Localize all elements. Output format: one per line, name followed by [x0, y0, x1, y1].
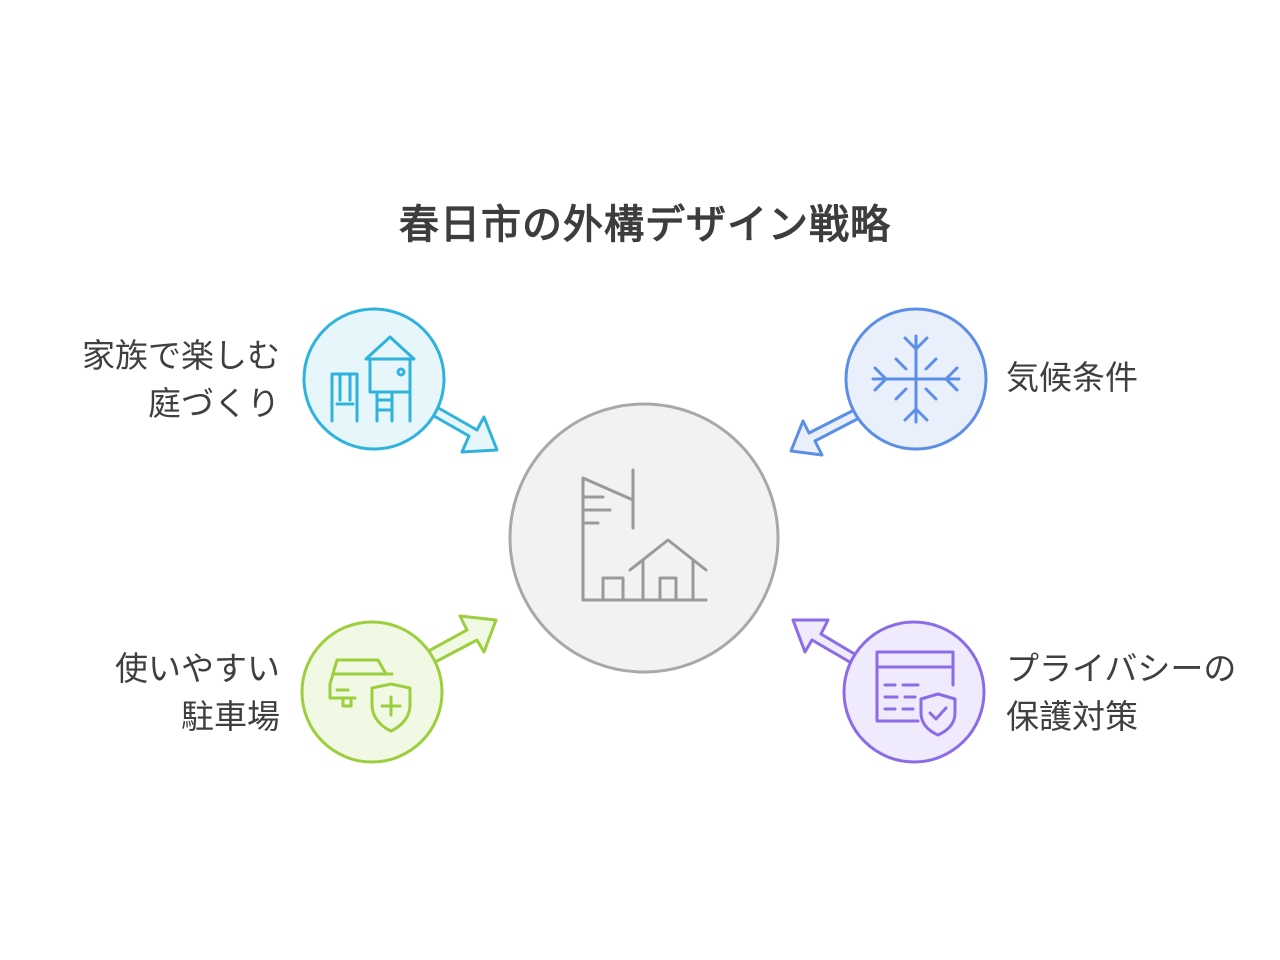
label-family-garden: 家族で楽しむ 庭づくり — [82, 336, 280, 423]
label-parking: 使いやすい 駐車場 — [115, 649, 280, 736]
center-node — [508, 402, 780, 674]
node-climate — [789, 307, 988, 457]
snowflake-icon — [871, 334, 961, 424]
node-family-garden — [302, 307, 499, 454]
label-privacy: プライバシーの 保護対策 — [1006, 649, 1237, 736]
node-privacy — [791, 618, 986, 764]
playground-icon — [330, 335, 416, 423]
car-shield-icon — [328, 658, 412, 733]
label-climate: 気候条件 — [1006, 358, 1138, 397]
city-building-and-house-icon — [581, 468, 708, 602]
node-parking — [300, 614, 498, 764]
calendar-shield-icon — [875, 650, 957, 737]
diagram-title: 春日市の外構デザイン戦略 — [399, 202, 891, 248]
